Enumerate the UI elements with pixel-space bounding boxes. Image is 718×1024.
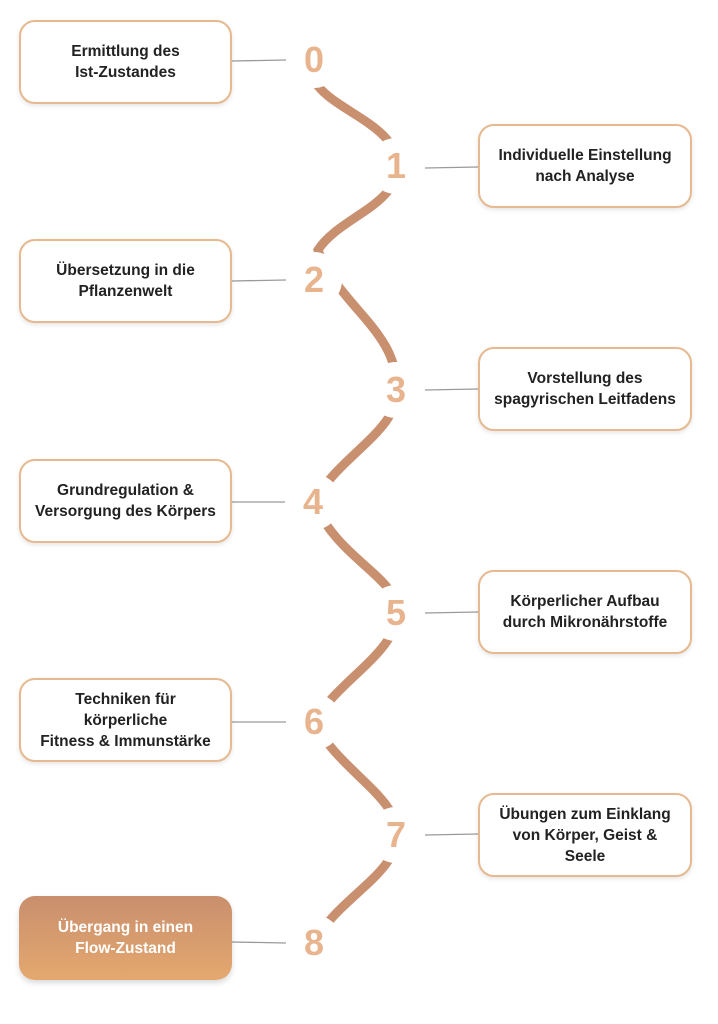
- step-number-8: 8: [286, 915, 342, 971]
- step-number-7: 7: [368, 807, 424, 863]
- step-box-7: Übungen zum Einklang von Körper, Geist &…: [478, 793, 692, 877]
- step-number-6: 6: [286, 694, 342, 750]
- step-box-3: Vorstellung des spagyrischen Leitfadens: [478, 347, 692, 431]
- connector-line: [424, 611, 479, 614]
- step-number-5: 5: [368, 585, 424, 641]
- step-label: Individuelle Einstellung nach Analyse: [498, 147, 672, 185]
- step-label: Übungen zum Einklang von Körper, Geist &…: [499, 805, 671, 865]
- connector-line: [231, 279, 287, 282]
- step-number-3: 3: [368, 362, 424, 418]
- connector-line: [424, 833, 479, 836]
- connector-line: [424, 166, 479, 169]
- step-label: Übergang in einen Flow-Zustand: [57, 919, 194, 957]
- step-number-4: 4: [285, 474, 341, 530]
- step-box-5: Körperlicher Aufbau durch Mikronährstoff…: [478, 570, 692, 654]
- step-label: Übersetzung in die Pflanzenwelt: [56, 262, 195, 300]
- step-box-1: Individuelle Einstellung nach Analyse: [478, 124, 692, 208]
- step-label: Grundregulation & Versorgung des Körpers: [35, 482, 216, 520]
- step-number-2: 2: [286, 252, 342, 308]
- step-label: Ermittlung des Ist-Zustandes: [71, 43, 180, 81]
- connector-line: [231, 59, 287, 62]
- connector-line: [424, 388, 479, 391]
- step-label: Techniken für körperliche Fitness & Immu…: [40, 690, 211, 750]
- step-box-8: Übergang in einen Flow-Zustand: [19, 896, 232, 980]
- step-box-2: Übersetzung in die Pflanzenwelt: [19, 239, 232, 323]
- step-label: Vorstellung des spagyrischen Leitfadens: [494, 370, 676, 408]
- step-box-4: Grundregulation & Versorgung des Körpers: [19, 459, 232, 543]
- step-number-1: 1: [368, 138, 424, 194]
- connector-line: [231, 941, 287, 944]
- step-number-0: 0: [286, 32, 342, 88]
- step-box-0: Ermittlung des Ist-Zustandes: [19, 20, 232, 104]
- step-label: Körperlicher Aufbau durch Mikronährstoff…: [502, 593, 668, 631]
- step-box-6: Techniken für körperliche Fitness & Immu…: [19, 678, 232, 762]
